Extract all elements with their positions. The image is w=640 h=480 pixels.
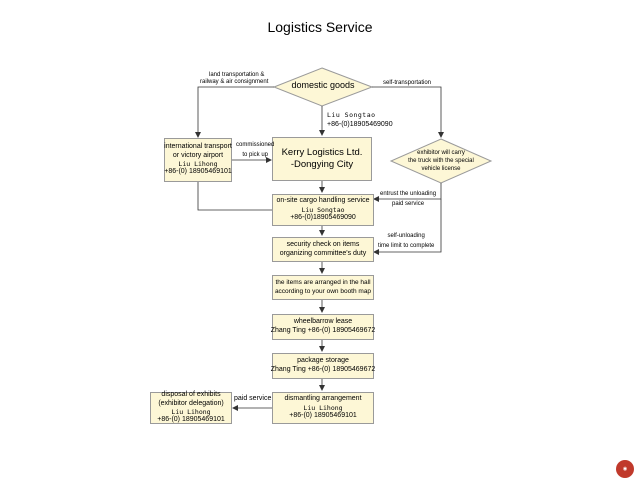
paid-service-label: paid service <box>234 395 272 402</box>
domestic-goods-text: domestic goods <box>291 80 355 90</box>
storage-line1: package storage <box>297 357 349 365</box>
page-title: Logistics Service <box>267 19 373 35</box>
logo-icon: ◉ <box>616 460 634 478</box>
disposal-name: Liu Lihong <box>171 408 211 417</box>
onsite-phone: +86-(0)18905469090 <box>290 214 356 222</box>
self-unloading-line1: self-unloading <box>387 233 425 239</box>
security-line1: security check on items <box>286 240 360 248</box>
land-line2: railway & air consignment <box>200 79 269 86</box>
dismantling-box: dismantling arrangement Liu Lihong +86-(… <box>272 392 374 424</box>
self-transport-label: self-transportation <box>383 80 432 86</box>
wheelbarrow-line1: wheelbarrow lease <box>293 318 353 326</box>
security-line2: organizing committee's duty <box>279 249 367 257</box>
domestic-contact-phone: +86-(0)18905469090 <box>327 121 393 128</box>
onsite-line1: on-site cargo handling service <box>276 197 370 205</box>
security-check-box: security check on items organizing commi… <box>272 237 374 262</box>
edge-intl-to-onsite <box>197 182 272 211</box>
domestic-contact-name: Liu Songtao <box>327 111 376 119</box>
domestic-goods-label: domestic goods <box>274 80 372 90</box>
international-transport-box: international transport or victory airpo… <box>164 138 232 182</box>
land-transport-label: land transportation & railway & air cons… <box>200 72 268 86</box>
edge-exhibitor-to-security <box>373 199 442 255</box>
intl-phone: +86-(0) 18905469101 <box>164 168 232 176</box>
dismantling-line1: dismantling arrangement <box>284 395 362 403</box>
arranged-line1: the items are arranged in the hall <box>275 279 371 287</box>
disposal-phone: +86-(0) 18905469101 <box>157 416 225 424</box>
disposal-line2: (exhibitor delegation) <box>158 399 224 407</box>
edge-domestic-to-exhibitor <box>372 86 444 138</box>
intl-line1: international transport <box>164 142 232 150</box>
commissioned-label: commissioned to pick up <box>236 142 274 159</box>
dismantling-name: Liu Lihong <box>303 403 343 412</box>
entrust-line1: entrust the unloading <box>380 191 437 197</box>
wheelbarrow-line2: Zhang Ting +86-(0) 18905469672 <box>270 327 376 334</box>
commissioned-line1: commissioned <box>236 142 275 148</box>
disposal-line1: disposal of exhibits <box>161 390 221 398</box>
self-unloading-label: self-unloading time limit to complete <box>378 233 434 250</box>
disposal-box: disposal of exhibits (exhibitor delegati… <box>150 390 232 424</box>
onsite-name: Liu Songtao <box>301 205 345 214</box>
intl-line2: or victory airport <box>172 151 224 159</box>
intl-name: Liu Lihong <box>178 160 218 169</box>
exhibitor-line2: the truck with the special <box>408 157 474 164</box>
entrust-label: entrust the unloading paid service <box>380 191 436 208</box>
self-unloading-line2: time limit to complete <box>378 243 435 250</box>
edge-domestic-to-intl <box>195 86 274 138</box>
arranged-line2: according to your own booth map <box>274 287 372 295</box>
land-line1: land transportation & <box>209 72 265 78</box>
kerry-line1: Kerry Logistics Ltd. <box>281 147 363 159</box>
items-arranged-box: the items are arranged in the hall accor… <box>272 275 374 300</box>
onsite-cargo-box: on-site cargo handling service Liu Songt… <box>272 194 374 226</box>
kerry-line2: -Dongying City <box>290 159 354 170</box>
entrust-line2: paid service <box>392 201 425 208</box>
exhibitor-label: exhibitor will carry the truck with the … <box>391 150 491 173</box>
package-storage-box: package storage Zhang Ting +86-(0) 18905… <box>270 353 376 379</box>
exhibitor-line1: exhibitor will carry <box>417 150 465 156</box>
wheelbarrow-lease-box: wheelbarrow lease Zhang Ting +86-(0) 189… <box>270 314 376 340</box>
dismantling-phone: +86-(0) 18905469101 <box>289 412 357 420</box>
storage-line2: Zhang Ting +86-(0) 18905469672 <box>270 366 376 373</box>
exhibitor-line3: vehicle license <box>421 165 461 172</box>
commissioned-line2: to pick up <box>242 152 269 159</box>
kerry-logistics-box: Kerry Logistics Ltd. -Dongying City <box>272 137 372 181</box>
